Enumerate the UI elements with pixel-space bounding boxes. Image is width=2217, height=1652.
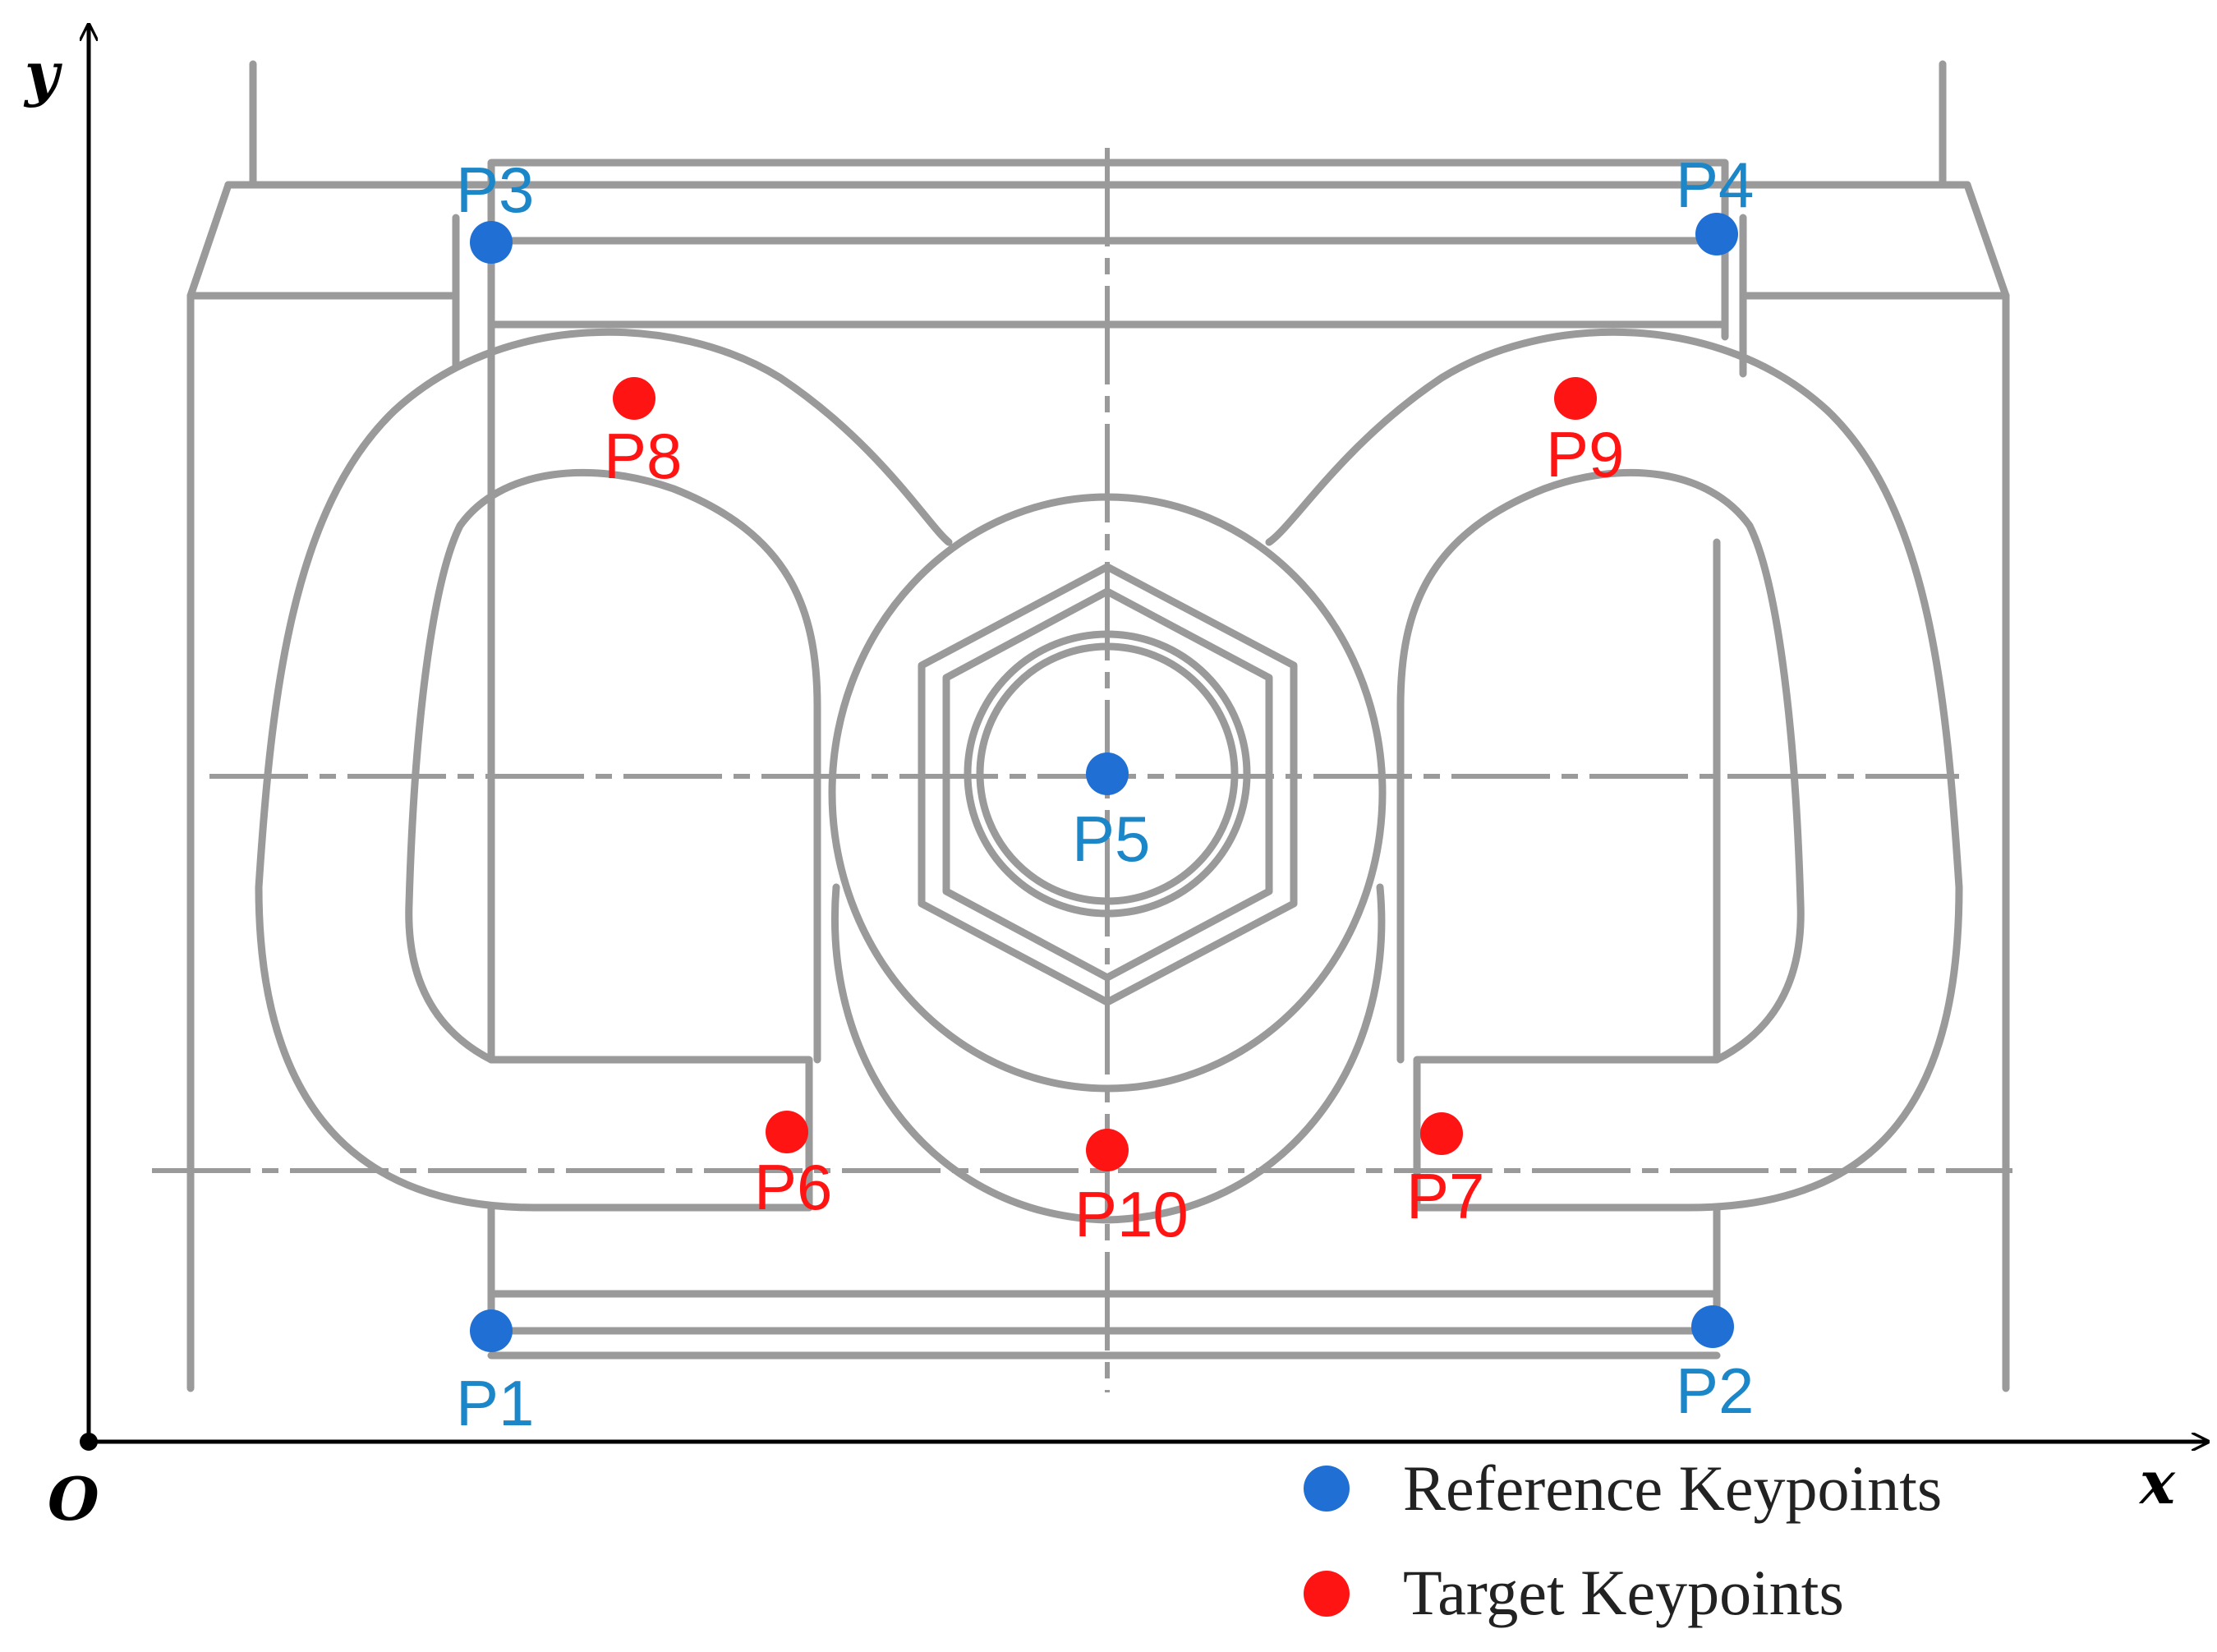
y-axis-label: y xyxy=(23,39,62,108)
keypoint-p2-label: P2 xyxy=(1676,1355,1754,1427)
keypoint-p3-marker xyxy=(470,221,513,264)
x-axis-label: x xyxy=(2138,1447,2176,1517)
keypoint-p8-marker xyxy=(613,377,655,420)
left-loop-outer xyxy=(255,328,953,1212)
keypoint-p9-marker xyxy=(1554,377,1597,420)
washer-lower-lobe xyxy=(831,883,1386,1224)
keypoint-p7-marker xyxy=(1420,1112,1463,1155)
left-loop-inner xyxy=(405,468,821,1064)
keypoint-p1-label: P1 xyxy=(456,1367,534,1439)
legend-target-marker xyxy=(1304,1571,1350,1617)
origin-label: O xyxy=(48,1464,99,1534)
legend-target-label: Target Keypoints xyxy=(1403,1557,1844,1628)
keypoint-p10-label: P10 xyxy=(1074,1178,1189,1250)
keypoint-p6-marker xyxy=(766,1111,808,1153)
origin-dot xyxy=(80,1433,98,1451)
keypoint-p9-label: P9 xyxy=(1546,418,1624,490)
left-frame xyxy=(487,333,813,1212)
keypoint-p2-marker xyxy=(1691,1305,1734,1348)
keypoints: P1 P2 P3 P4 P5 P6 P7 P8 P9 P10 xyxy=(456,149,1754,1439)
keypoint-p10-marker xyxy=(1086,1129,1129,1171)
legend: Reference Keypoints Target Keypoints xyxy=(1304,1452,1942,1628)
right-loop-outer xyxy=(1265,328,1963,1212)
right-frame xyxy=(1413,538,1721,1212)
keypoint-p6-label: P6 xyxy=(754,1151,832,1223)
bottom-bar xyxy=(487,1203,1721,1335)
right-loop-inner xyxy=(1396,468,1805,1064)
legend-reference-label: Reference Keypoints xyxy=(1403,1452,1942,1524)
keypoint-p7-label: P7 xyxy=(1406,1160,1484,1232)
housing-top-right xyxy=(1939,60,2010,1392)
keypoint-p4-label: P4 xyxy=(1676,149,1754,221)
keypoint-p8-label: P8 xyxy=(604,420,682,492)
axes: y x O xyxy=(23,25,2208,1534)
housing-top-left xyxy=(186,60,257,1392)
keypoint-p5-label: P5 xyxy=(1072,803,1150,875)
keypoint-p4-marker xyxy=(1695,213,1738,255)
keypoint-p5-marker xyxy=(1086,752,1129,795)
legend-reference-marker xyxy=(1304,1466,1350,1512)
keypoint-p3-label: P3 xyxy=(456,154,534,226)
keypoint-p1-marker xyxy=(470,1309,513,1352)
